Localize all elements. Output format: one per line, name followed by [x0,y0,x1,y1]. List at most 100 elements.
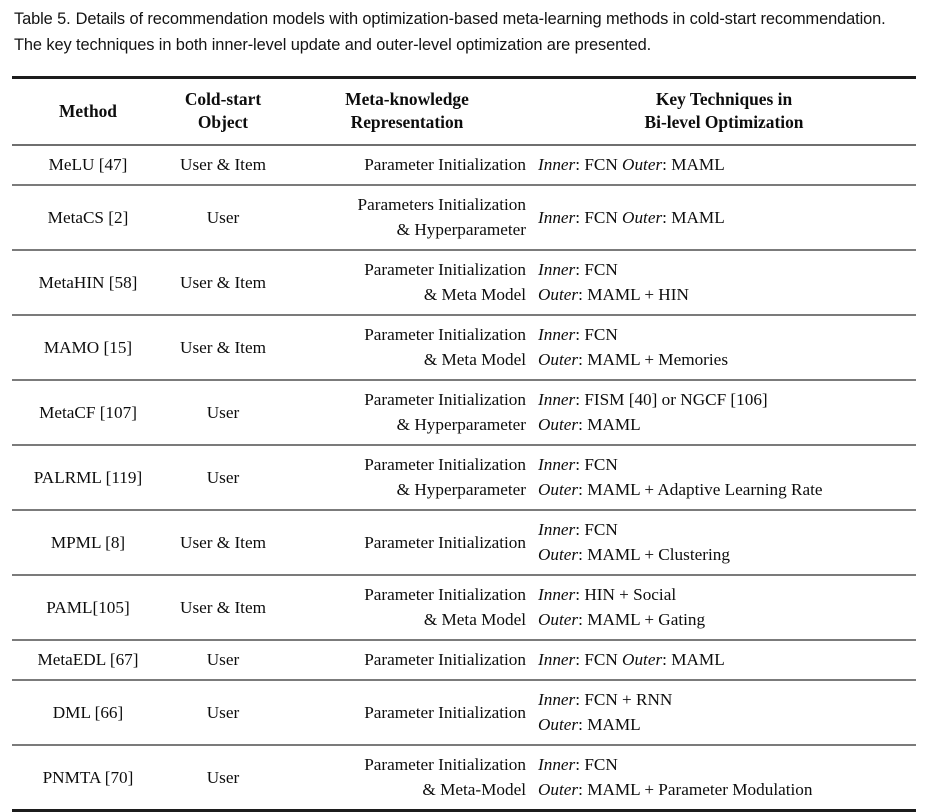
cell-key-techniques: Inner: FCN + RNN Outer: MAML [532,679,916,745]
table-header-row: Method Cold-start Object Meta-knowledge … [12,76,916,146]
inner-label: Inner [538,260,576,279]
column-header-meta-line1: Meta-knowledge [345,89,469,109]
outer-value: MAML + Memories [587,350,729,369]
outer-colon: : [578,545,588,564]
cell-method: MPML [8] [12,509,164,575]
meta-representation-line1: Parameter Initialization [364,702,526,722]
outer-colon: : [662,650,672,669]
key-techniques-inner-line: Inner: FCN [538,452,910,477]
cell-meta-knowledge-representation: Parameter Initialization [282,679,532,745]
inner-value: FCN [584,260,618,279]
table-head: Method Cold-start Object Meta-knowledge … [12,76,916,146]
outer-value: MAML + Gating [587,610,706,629]
table-container: Method Cold-start Object Meta-knowledge … [12,76,916,812]
cell-cold-start-object: User [164,184,282,250]
outer-label: Outer [538,715,579,734]
inner-value: FCN [584,155,618,174]
key-techniques-line: Inner: FCN Outer: MAML [538,205,910,230]
meta-representation-line1: Parameter Initialization [364,155,526,174]
outer-technique: Outer: MAML + Gating [538,610,705,629]
column-header-key-techniques: Key Techniques in Bi-level Optimization [532,76,916,146]
inner-technique: Inner: FCN + RNN [538,690,672,709]
outer-technique: Outer: MAML [538,415,641,434]
outer-value: MAML + Clustering [587,545,730,564]
inner-label: Inner [538,455,576,474]
meta-representation-line2: & Meta Model [423,610,526,629]
cell-method: MetaHIN [58] [12,249,164,315]
key-techniques-line: Inner: FCN Outer: MAML [538,647,910,672]
inner-colon: : [575,390,585,409]
inner-value: FCN [584,325,618,344]
inner-colon: : [575,260,585,279]
outer-label: Outer [538,780,579,799]
inner-technique: Inner: FCN [538,755,618,774]
outer-technique: Outer: MAML + HIN [538,285,689,304]
cell-method: MetaCS [2] [12,184,164,250]
column-header-method-line1: Method [59,100,117,121]
cell-cold-start-object: User & Item [180,155,266,174]
outer-technique: Outer: MAML + Memories [538,350,728,369]
cell-method: MetaEDL [67] [12,639,164,680]
inner-label: Inner [538,390,576,409]
cell-method: MeLU [47] [48,155,128,174]
cell-meta-knowledge-representation: Parameter Initialization [282,509,532,575]
key-techniques-line: Inner: FCN Outer: MAML [538,152,910,177]
outer-colon: : [578,285,588,304]
outer-label: Outer [538,480,579,499]
key-techniques-inner-line: Inner: FCN [538,257,910,282]
inner-value: FCN [584,520,618,539]
inner-technique: Inner: FCN [538,650,618,669]
meta-representation-line1: Parameter Initialization [364,755,526,774]
outer-label: Outer [538,350,579,369]
cell-method: PAML[105] [12,574,164,640]
inner-technique: Inner: FCN [538,455,618,474]
caption-text: Details of recommendation models with op… [14,10,886,54]
meta-representation-line1: Parameter Initialization [364,260,526,279]
cell-meta-knowledge-representation: Parameter Initialization [282,145,532,185]
outer-value: MAML [671,650,725,669]
outer-technique: Outer: MAML [622,650,725,669]
key-techniques-outer-line: Outer: MAML + Memories [538,347,910,372]
outer-technique: Outer: MAML + Clustering [538,545,730,564]
cell-method: MAMO [15] [12,314,164,380]
key-techniques-inner-line: Inner: FCN [538,322,910,347]
outer-value: MAML [587,715,641,734]
meta-representation-line2: & Meta-Model [422,780,526,799]
outer-colon: : [578,350,588,369]
cell-key-techniques: Inner: FCN Outer: MAML [532,639,916,680]
key-techniques-inner-line: Inner: FCN [538,752,910,777]
inner-technique: Inner: HIN + Social [538,585,676,604]
cell-method: PALRML [119] [12,444,164,510]
caption-number: Table 5. [14,10,71,28]
cell-meta-knowledge-representation: Parameter Initialization [282,639,532,680]
key-techniques-outer-line: Outer: MAML [538,412,910,437]
outer-label: Outer [538,285,579,304]
meta-representation-line1: Parameter Initialization [364,455,526,474]
key-techniques-outer-line: Outer: MAML + Clustering [538,542,910,567]
table-figure-page: Table 5.Details of recommendation models… [12,10,916,812]
cell-cold-start-object: User & Item [164,509,282,575]
inner-colon: : [575,755,585,774]
cell-meta-knowledge-representation: Parameters Initialization& Hyperparamete… [282,184,532,250]
cell-key-techniques: Inner: FCN Outer: MAML [532,184,916,250]
outer-label: Outer [622,207,663,227]
outer-colon: : [578,610,588,629]
cell-meta-knowledge-representation: Parameter Initialization& Hyperparameter [282,444,532,510]
key-techniques-inner-line: Inner: FISM [40] or NGCF [106] [538,387,910,412]
outer-colon: : [662,155,672,174]
column-header-meta-line2: Representation [350,112,464,132]
outer-colon: : [578,780,588,799]
outer-technique: Outer: MAML [538,715,641,734]
column-header-method: Method [12,76,164,146]
outer-colon: : [578,715,588,734]
meta-representation-line2: & Meta Model [423,285,526,304]
key-techniques-outer-line: Outer: MAML + HIN [538,282,910,307]
cell-cold-start-object: User [164,444,282,510]
recommendation-models-table: Method Cold-start Object Meta-knowledge … [12,76,916,812]
outer-label: Outer [622,650,663,669]
meta-representation-line1: Parameter Initialization [364,585,526,604]
